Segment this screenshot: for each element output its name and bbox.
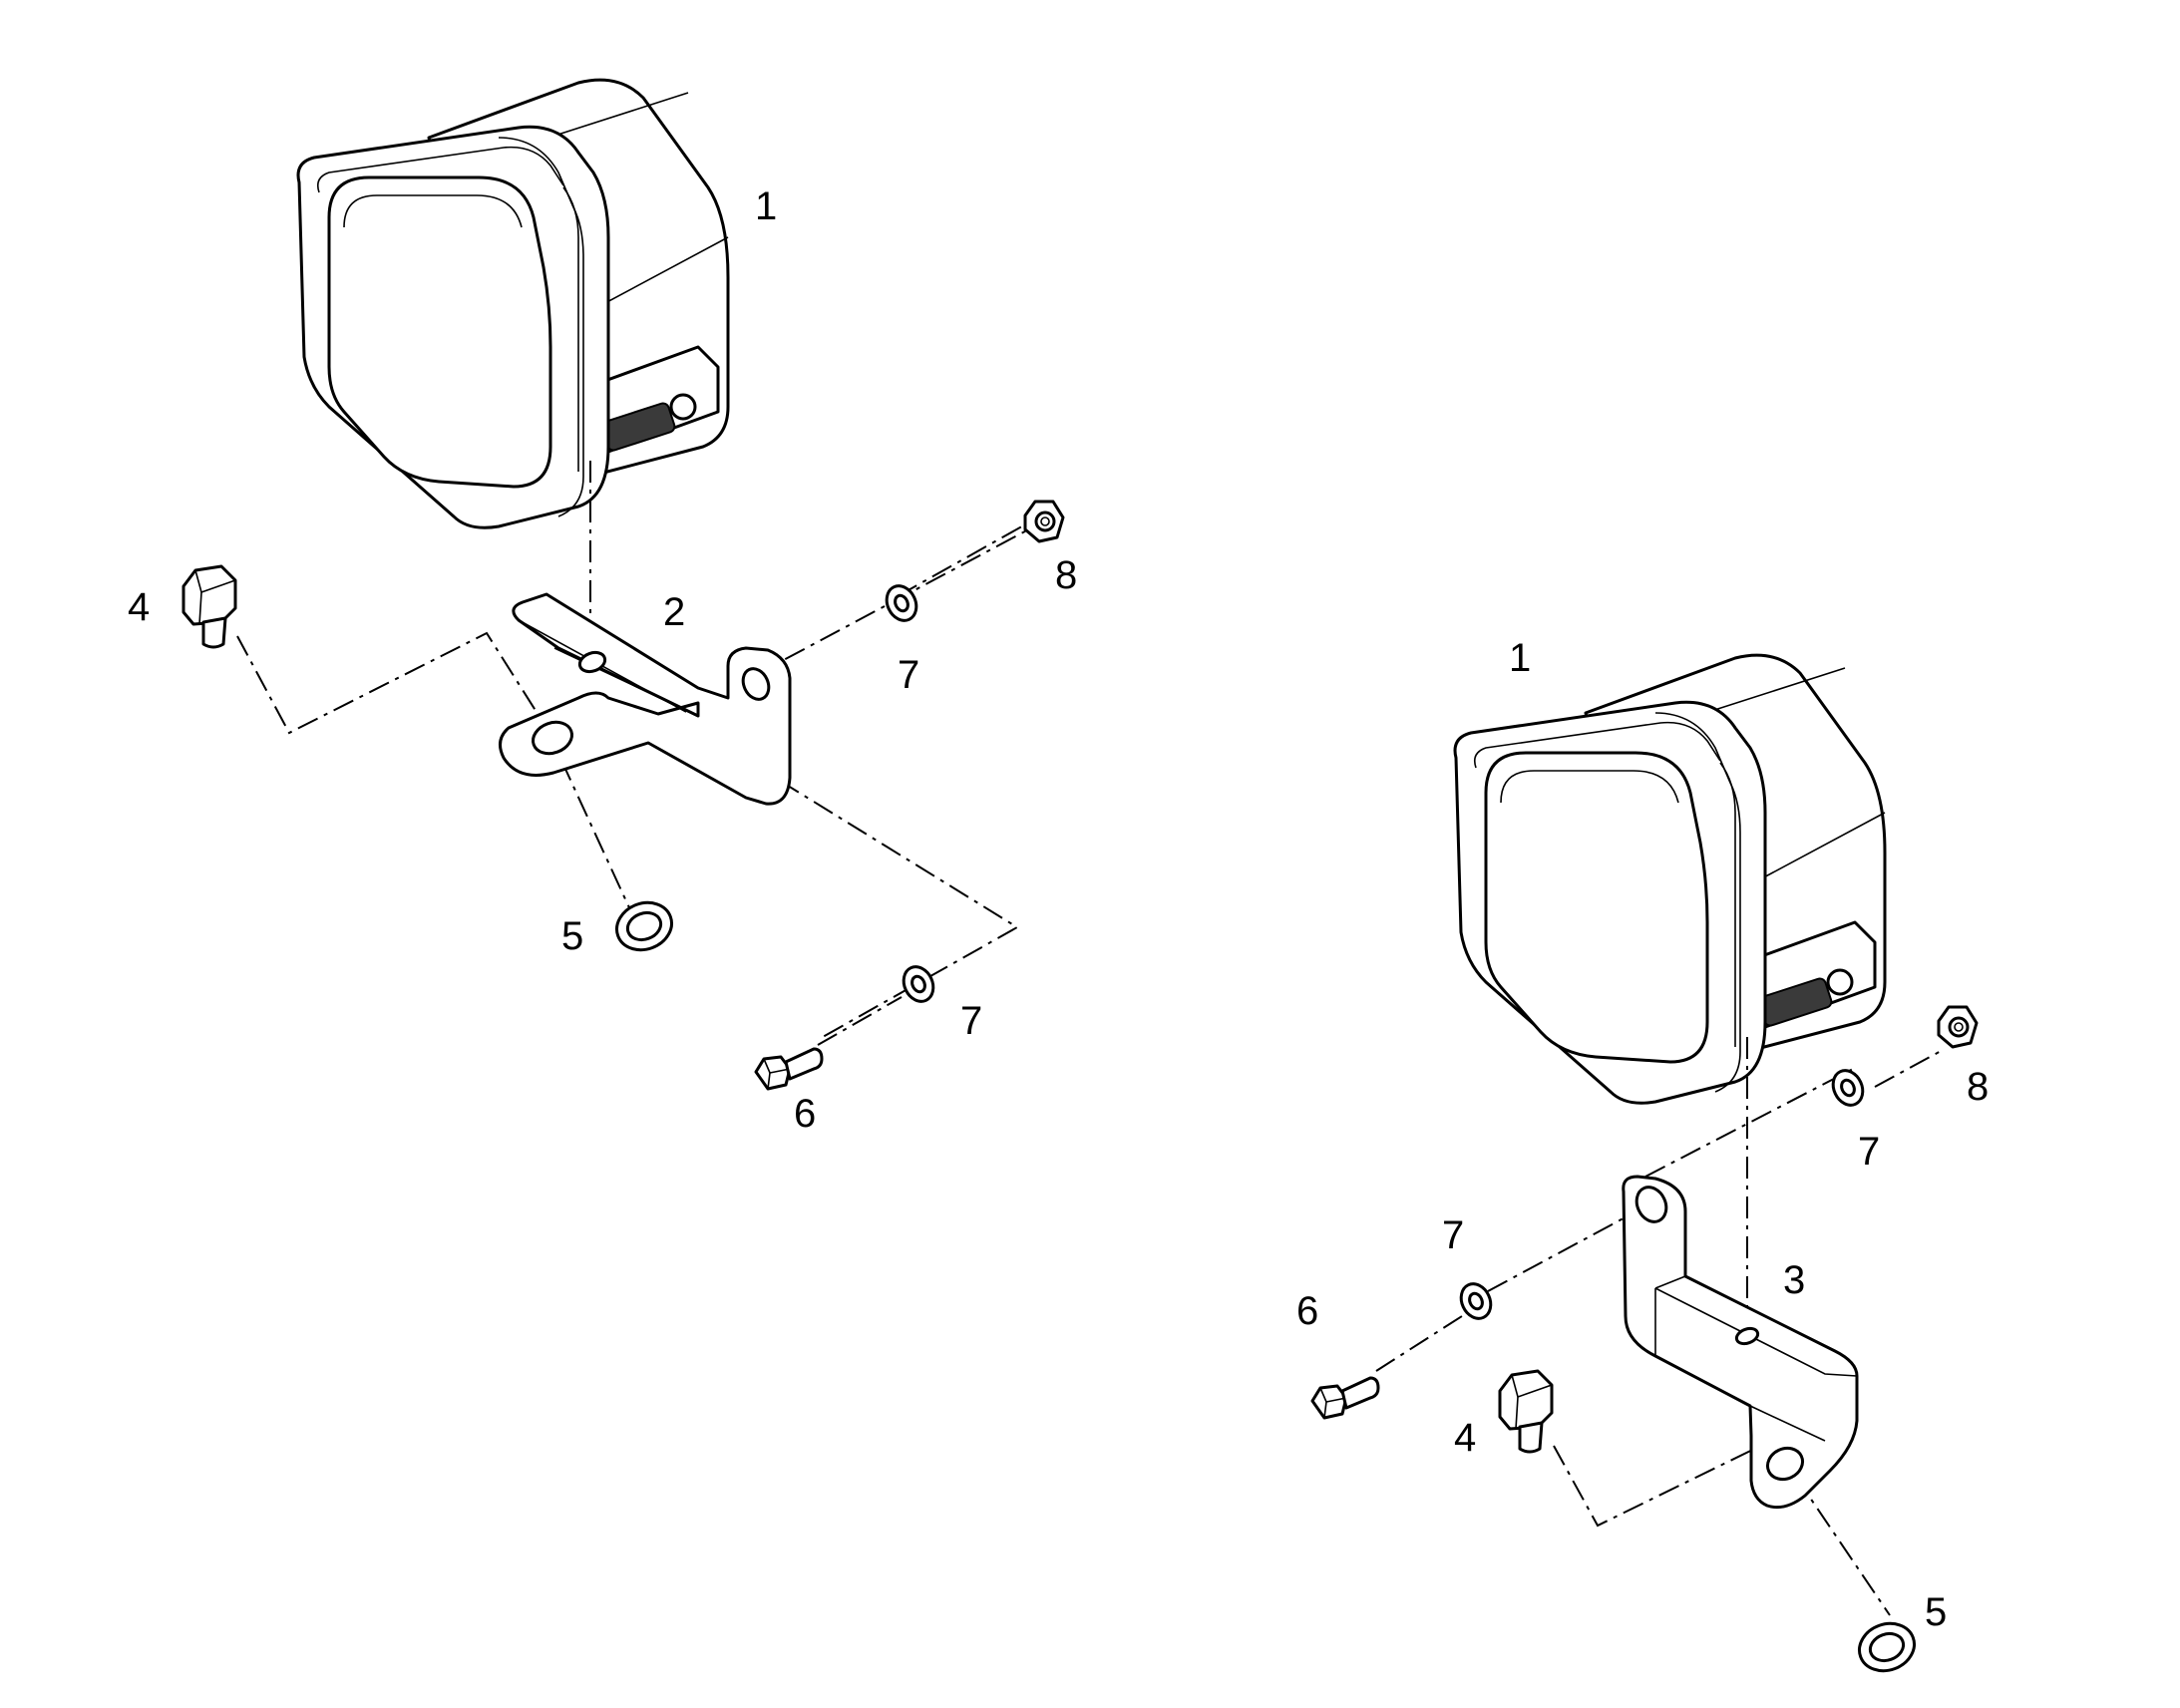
callout-left-washer-large: 5 xyxy=(561,914,583,958)
right-bracket xyxy=(1622,1175,1859,1510)
callout-right-washer-small-left: 7 xyxy=(1442,1213,1464,1257)
left-bracket xyxy=(498,592,792,806)
callout-right-lamp: 1 xyxy=(1509,636,1531,680)
callout-right-washer-small-right: 7 xyxy=(1858,1130,1880,1174)
right-nut-leader xyxy=(1874,1048,1946,1088)
right-nut xyxy=(1937,1005,1979,1049)
left-assembly xyxy=(182,78,1065,1091)
right-bolt-small-leader xyxy=(1375,1315,1463,1372)
right-washer-leader xyxy=(1487,1205,1646,1292)
right-washer-large-leader xyxy=(1794,1475,1891,1616)
callout-right-washer-large: 5 xyxy=(1925,1590,1947,1634)
callout-left-bolt-large: 4 xyxy=(128,585,150,629)
left-washer-small-bottom xyxy=(897,960,940,1008)
callout-right-bracket: 3 xyxy=(1783,1258,1805,1302)
right-bolt-large xyxy=(1498,1369,1554,1454)
callout-right-nut: 8 xyxy=(1967,1065,1989,1109)
left-lower-leader xyxy=(677,717,1019,1038)
left-washer-leader xyxy=(897,522,1028,597)
callout-labels: 1 2 4 5 6 7 7 8 1 3 4 5 6 7 7 8 xyxy=(128,184,1989,1634)
left-washer-large xyxy=(608,893,680,959)
right-assembly xyxy=(1310,653,1979,1680)
callout-left-bracket: 2 xyxy=(663,590,685,634)
callout-left-lamp: 1 xyxy=(755,184,777,228)
right-bolt-large-leader xyxy=(1553,1435,1782,1528)
left-bolt-large-leader xyxy=(236,631,639,928)
right-lamp xyxy=(1453,653,1887,1105)
left-lamp xyxy=(296,78,730,529)
callout-left-washer-small-bottom: 7 xyxy=(960,999,982,1043)
callout-left-washer-small-top: 7 xyxy=(898,653,919,697)
callout-right-bolt-small: 6 xyxy=(1296,1289,1318,1333)
right-bolt-small xyxy=(1310,1376,1380,1420)
left-bolt-small xyxy=(754,1047,824,1091)
callout-right-bolt-large: 4 xyxy=(1454,1416,1476,1460)
left-washer-small-top xyxy=(880,579,923,627)
left-bolt-large xyxy=(182,564,237,649)
left-nut xyxy=(1023,500,1065,543)
right-washer-large xyxy=(1851,1614,1923,1680)
right-washer-small-right xyxy=(1826,1064,1870,1112)
callout-left-nut: 8 xyxy=(1055,553,1077,597)
callout-left-bolt-small: 6 xyxy=(794,1092,816,1136)
